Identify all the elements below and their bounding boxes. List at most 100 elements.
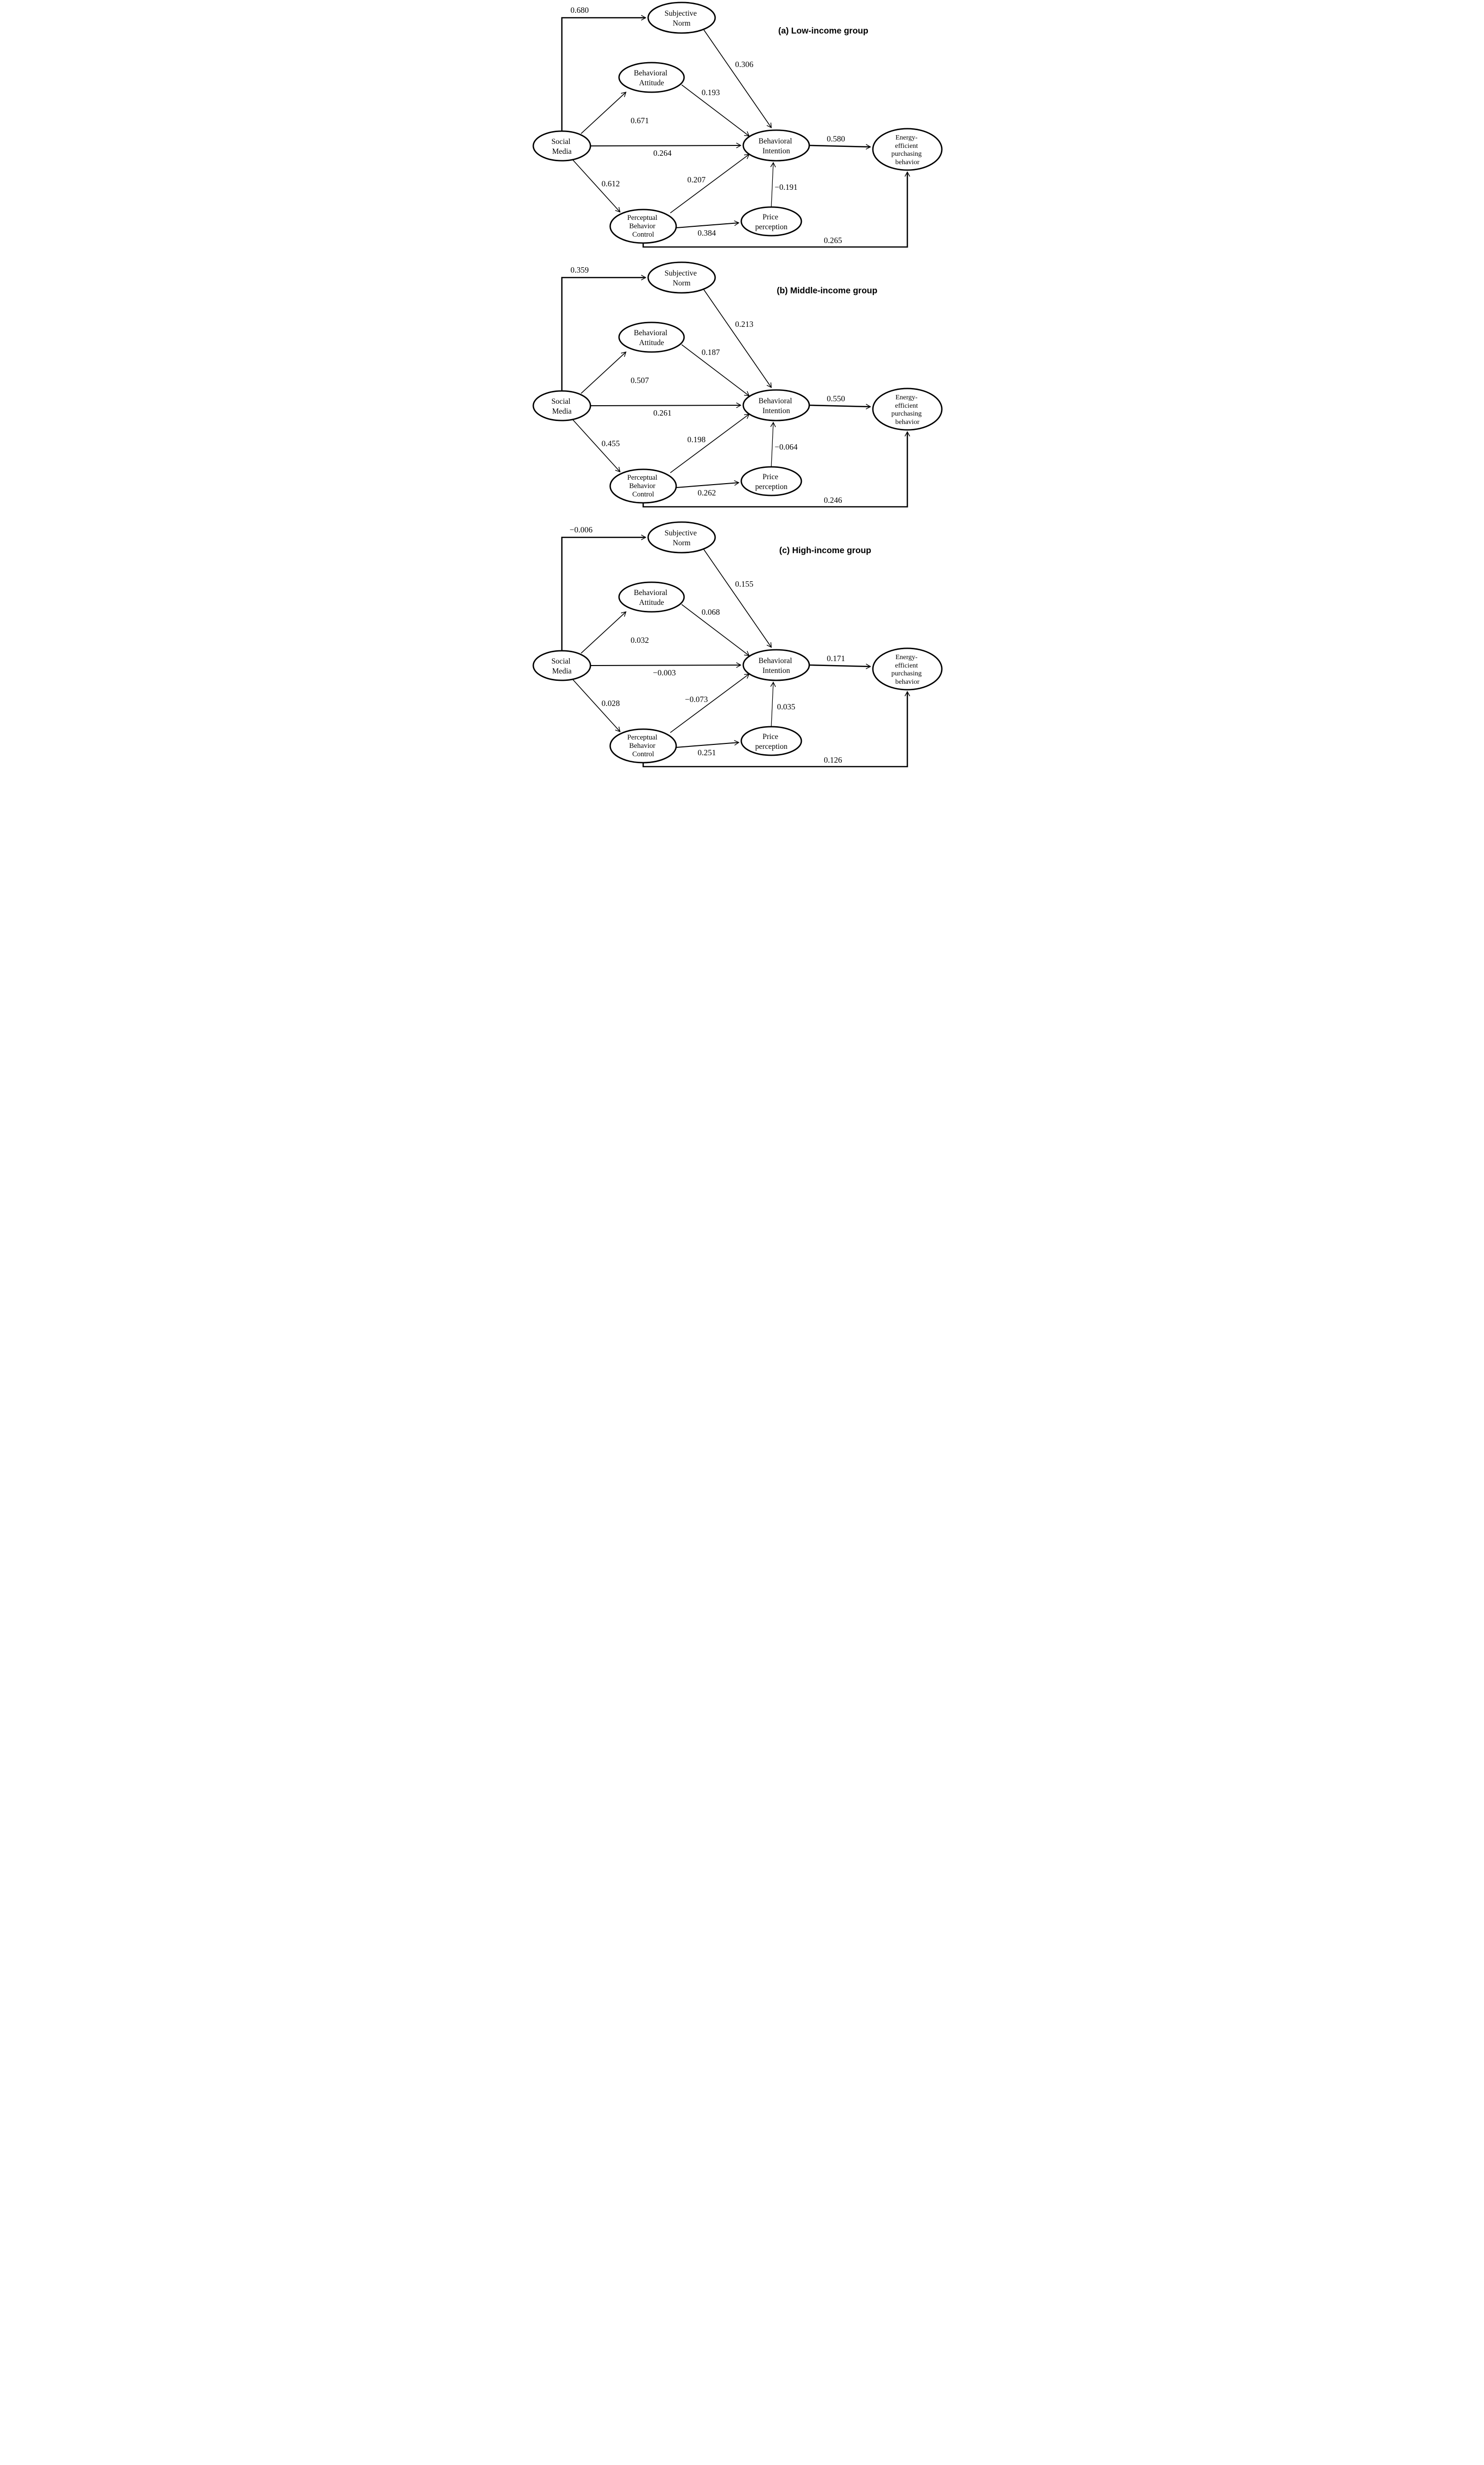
coef-sm-pbc: 0.028 (601, 699, 620, 708)
node-subjective-norm-label: Subjective Norm (664, 9, 698, 28)
edge-perceptual-behavior-control-to-energy-efficient (642, 691, 910, 768)
coef-sm-bi: −0.003 (653, 668, 675, 677)
node-energy-efficient (872, 647, 942, 691)
panel-middle-income: (b) Middle-income group Subjective Norm … (532, 261, 942, 508)
coef-sm-sn: −0.006 (569, 525, 592, 534)
node-social-media (532, 130, 591, 162)
node-behavioral-attitude (618, 62, 685, 93)
edge-social-media-to-subjective-norm (561, 15, 646, 131)
edge-social-media-to-behavioral-intention (590, 142, 741, 148)
node-behavioral-intention (742, 649, 810, 681)
coef-bi-ee: 0.171 (827, 654, 845, 663)
panel-middle-income-caption: (b) Middle-income group (777, 285, 877, 295)
coef-sm-ba: 0.671 (630, 116, 649, 125)
edge-perceptual-behavior-control-to-price-perception (676, 480, 739, 488)
panel-high-income-caption: (c) High-income group (779, 545, 871, 555)
coef-pbc-pp: 0.251 (697, 748, 716, 757)
edge-social-media-to-behavioral-intention (590, 662, 741, 668)
edge-subjective-norm-to-behavioral-intention (702, 288, 772, 388)
edge-perceptual-behavior-control-to-behavioral-intention (670, 414, 750, 473)
coef-sn-bi: 0.155 (735, 579, 753, 589)
coef-sm-pbc: 0.612 (601, 179, 620, 188)
node-energy-efficient-label: Energy- efficient purchasing behavior (891, 394, 923, 426)
coef-sm-ba: 0.507 (630, 376, 649, 385)
node-energy-efficient-label: Energy- efficient purchasing behavior (891, 654, 923, 686)
node-behavioral-intention-label: Behavioral Intention (759, 137, 794, 155)
edge-behavioral-intention-to-energy-efficient (809, 404, 871, 410)
panel-high-income: (c) High-income group Subjective Norm Be… (532, 521, 942, 768)
node-social-media (532, 390, 591, 422)
coef-bi-ee: 0.550 (827, 394, 845, 403)
node-perceptual-behavior-control (609, 209, 677, 244)
edge-social-media-to-perceptual-behavior-control (571, 159, 621, 213)
node-perceptual-behavior-control (609, 468, 677, 504)
node-subjective-norm-label: Subjective Norm (664, 269, 698, 287)
edge-social-media-to-behavioral-attitude (580, 92, 626, 134)
coef-sm-bi: 0.261 (653, 408, 671, 418)
edge-price-perception-to-behavioral-intention (770, 422, 776, 467)
node-price-perception (740, 726, 802, 756)
panel-low-income: (a) Low-income group Subjective Norm Beh… (532, 1, 942, 248)
coef-ba-bi: 0.187 (701, 348, 720, 357)
edge-behavioral-intention-to-energy-efficient (809, 664, 871, 669)
coef-pp-bi: −0.191 (774, 182, 797, 192)
coef-sn-bi: 0.213 (735, 319, 753, 329)
coef-sn-bi: 0.306 (735, 60, 753, 69)
node-behavioral-attitude-label: Behavioral Attitude (634, 589, 669, 607)
edge-subjective-norm-to-behavioral-intention (702, 29, 772, 129)
edge-social-media-to-behavioral-intention (590, 402, 741, 408)
edge-social-media-to-behavioral-attitude (580, 611, 626, 654)
coef-pbc-ee: 0.246 (824, 495, 842, 505)
node-social-media-label: Social Media (551, 397, 572, 416)
node-social-media (532, 650, 591, 681)
edge-price-perception-to-behavioral-intention (770, 162, 776, 207)
coef-pbc-ee: 0.126 (824, 755, 842, 765)
coef-bi-ee: 0.580 (827, 134, 845, 143)
coef-ba-bi: 0.193 (701, 88, 720, 97)
coef-pp-bi: −0.064 (774, 442, 797, 452)
node-social-media-label: Social Media (551, 657, 572, 675)
edge-social-media-to-subjective-norm (561, 275, 646, 391)
node-subjective-norm-label: Subjective Norm (664, 529, 698, 547)
node-behavioral-intention (742, 129, 810, 162)
coef-pp-bi: 0.035 (777, 702, 795, 711)
edge-social-media-to-behavioral-attitude (580, 352, 626, 394)
node-behavioral-attitude (618, 581, 685, 613)
node-perceptual-behavior-control (609, 728, 677, 764)
edge-social-media-to-subjective-norm (561, 534, 646, 651)
coef-pbc-bi: 0.198 (687, 435, 705, 444)
node-behavioral-attitude (618, 321, 685, 353)
node-price-perception (740, 206, 802, 237)
node-price-perception (740, 466, 802, 496)
coef-pbc-ee: 0.265 (824, 236, 842, 245)
edge-perceptual-behavior-control-to-behavioral-intention (670, 154, 750, 213)
node-energy-efficient-label: Energy- efficient purchasing behavior (891, 134, 923, 166)
node-social-media-label: Social Media (551, 138, 572, 156)
edge-price-perception-to-behavioral-intention (770, 681, 776, 727)
coef-pbc-bi: −0.073 (685, 695, 707, 704)
coef-sm-pbc: 0.455 (601, 439, 620, 448)
node-perceptual-behavior-control-label: Perceptual Behavior Control (627, 474, 659, 498)
path-model-figure: (a) Low-income group Subjective Norm Beh… (530, 0, 954, 779)
node-price-perception-label: Price perception (755, 473, 788, 491)
node-behavioral-intention (742, 389, 810, 422)
node-perceptual-behavior-control-label: Perceptual Behavior Control (627, 734, 659, 758)
node-subjective-norm (647, 521, 716, 554)
coef-ba-bi: 0.068 (701, 607, 720, 617)
panel-low-income-caption: (a) Low-income group (778, 26, 868, 35)
node-price-perception-label: Price perception (755, 213, 788, 231)
node-behavioral-intention-label: Behavioral Intention (759, 397, 794, 415)
edge-subjective-norm-to-behavioral-intention (702, 548, 772, 648)
node-energy-efficient (872, 387, 942, 431)
node-behavioral-intention-label: Behavioral Intention (759, 657, 794, 675)
node-subjective-norm (647, 1, 716, 34)
edge-perceptual-behavior-control-to-price-perception (676, 740, 739, 748)
node-price-perception-label: Price perception (755, 733, 788, 751)
node-behavioral-attitude-label: Behavioral Attitude (634, 329, 669, 347)
edge-behavioral-attitude-to-behavioral-intention (681, 344, 750, 396)
coef-sm-sn: 0.680 (570, 5, 588, 15)
coef-sm-bi: 0.264 (653, 148, 671, 158)
coef-pbc-pp: 0.262 (697, 488, 716, 497)
node-subjective-norm (647, 261, 716, 294)
edge-social-media-to-perceptual-behavior-control (571, 678, 621, 733)
